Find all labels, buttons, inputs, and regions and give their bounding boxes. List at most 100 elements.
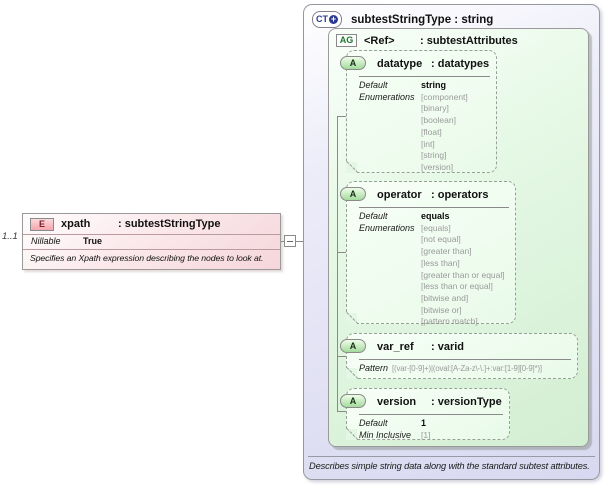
enum-value: [bitwise and] [421,292,469,303]
collapse-handle[interactable] [284,235,296,247]
corner-snip [346,313,357,324]
attribute-name: version [377,396,417,408]
facet-value-column: string [component] [binary] [boolean] [f… [421,80,494,174]
attribute-name: var_ref [377,341,414,353]
default-value: string [421,80,447,90]
enum-value: [binary] [421,103,449,114]
element-box-xpath: E xpath : subtestStringType Nillable Tru… [22,213,281,270]
complex-type-badge-label: CT [316,14,328,24]
facet-table: Pattern [(var-[0-9]+)|(oval:[A-Za-z\-\.]… [347,360,577,375]
enum-value: [greater than or equal] [421,269,505,280]
attribute-type: : operators [431,189,489,201]
divider [359,414,503,415]
attribute-group-header: AG <Ref> : subtestAttributes [329,29,588,47]
facet-label-column: Pattern [359,363,392,375]
facet-label-column: Default Enumerations [359,80,421,174]
enum-value: [boolean] [421,115,456,126]
attribute-type: : datatypes [431,58,490,70]
element-description: Specifies an Xpath expression describing… [30,253,264,263]
connector-line [281,241,284,242]
enum-value: [component] [421,91,468,102]
attribute-type: : versionType [431,396,502,408]
enum-value: [not equal] [421,234,461,245]
enum-value: [int] [421,138,435,149]
attribute-badge-icon: A [340,56,366,70]
divider [359,207,509,208]
enum-value: [1] [421,429,431,440]
attribute-type: : varid [431,341,465,353]
attribute-badge-icon: A [340,187,366,201]
enum-value: [version] [421,161,454,172]
attribute-group-box: AG <Ref> : subtestAttributes A datatype … [328,28,589,447]
attribute-header: A operator : operators [340,182,515,206]
element-name: xpath [61,218,91,230]
enum-value: [bitwise or] [421,304,462,315]
element-header: E xpath : subtestStringType [23,214,280,234]
divider [359,359,571,360]
facet-label: Min Inclusive [359,429,412,440]
enum-value: [greater than] [421,246,472,257]
corner-snip [346,368,357,379]
attribute-group-name: <Ref> [364,34,395,47]
enum-value: [equals] [421,222,451,233]
pattern-value: [(var-[0-9]+)|(oval:[A-Za-z\-\.]+:var:[1… [392,364,542,373]
complex-type-title: subtestStringType : string [351,13,494,26]
attribute-box-operator: A operator : operators Default Enumerati… [340,181,516,326]
complex-type-note: Describes simple string data along with … [309,461,590,471]
divider [23,234,280,235]
facet-value: True [83,236,103,246]
attribute-name: operator [377,189,422,201]
corner-snip [346,162,357,173]
attribute-name: datatype [377,58,423,70]
enum-value: [float] [421,126,442,137]
enum-value: [pattern match] [421,316,478,327]
attribute-badge-icon: A [340,339,366,353]
facet-label-column: Default Enumerations [359,211,421,328]
attribute-header: A datatype : datatypes [340,51,496,75]
attribute-badge-icon: A [340,394,366,408]
facet-label: Pattern [359,363,389,373]
enum-value: [string] [421,150,447,161]
attribute-box-datatype: A datatype : datatypes Default Enumerati… [340,50,497,174]
divider [359,76,490,77]
facet-label: Enumerations [359,91,415,102]
element-badge-icon: E [30,217,54,231]
facet-table: Default Min Inclusive 1 [1] [347,415,509,441]
nillable-row: Nillable True [23,235,280,249]
facet-value-column: equals [equals] [not equal] [greater tha… [421,211,513,328]
tree-line [337,116,347,117]
attribute-header: A version : versionType [340,389,509,413]
facet-label: Default [359,418,388,428]
tree-line [337,116,338,412]
complex-type-box: CT + subtestStringType : string AG <Ref>… [303,4,600,480]
enum-value: [less than] [421,257,460,268]
divider [23,249,280,250]
facet-label-column: Default Min Inclusive [359,418,421,441]
attribute-header: A var_ref : varid [340,334,577,358]
cardinality-label: 1..1 [2,231,18,242]
facet-label: Nillable [31,236,61,246]
enum-value: [less than or equal] [421,281,493,292]
facet-table: Default Enumerations string [component] … [347,77,496,174]
corner-snip [346,429,357,440]
attribute-box-var-ref: A var_ref : varid Pattern [(var-[0-9]+)|… [340,333,578,379]
facet-value-column: 1 [1] [421,418,507,441]
attribute-group-type: : subtestAttributes [420,34,518,47]
complex-type-badge-icon: CT + [312,11,342,28]
facet-label: Default [359,80,388,90]
default-value: 1 [421,418,427,428]
tree-line [337,356,347,357]
minus-icon [287,240,293,242]
facet-label: Default [359,211,388,221]
attribute-box-version: A version : versionType Default Min Incl… [340,388,510,441]
facet-table: Default Enumerations equals [equals] [no… [347,208,515,328]
tree-line [337,411,347,412]
divider [308,456,595,457]
expand-plus-icon[interactable]: + [329,14,338,24]
element-type: : subtestStringType [118,218,221,230]
default-value: equals [421,211,450,221]
facet-label: Enumerations [359,222,415,233]
attribute-group-badge-icon: AG [336,34,357,47]
tree-line [337,252,347,253]
